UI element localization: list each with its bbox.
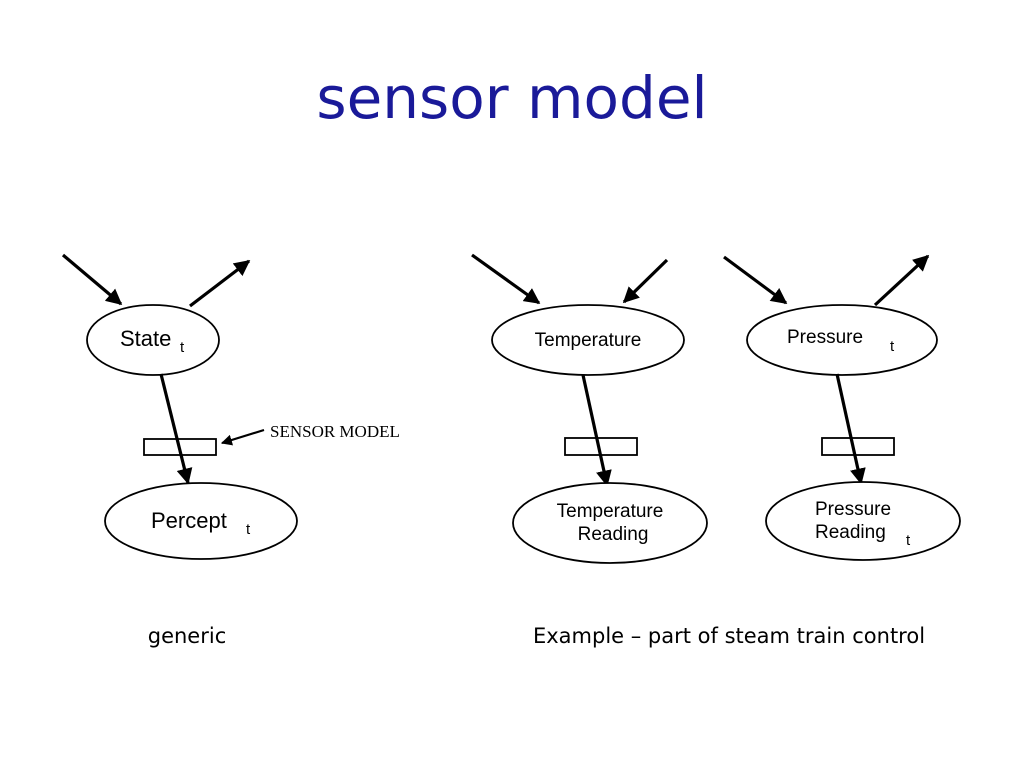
pressure-reading-node: Pressure Reading t bbox=[765, 481, 961, 561]
pressure-label: Pressure bbox=[787, 327, 863, 348]
generic-outgoing-edge bbox=[189, 259, 251, 308]
temperature-label: Temperature bbox=[535, 330, 642, 351]
temperature-reading-line2: Reading bbox=[578, 524, 649, 545]
pressure-reading-line1: Pressure bbox=[815, 499, 891, 520]
percept-ellipse bbox=[104, 482, 298, 560]
sensor-model-pointer bbox=[220, 428, 265, 446]
pressure-node: Pressure t bbox=[746, 304, 938, 376]
pressure-subscript: t bbox=[890, 338, 895, 355]
pressure-outgoing-edge bbox=[873, 254, 930, 307]
temperature-incoming-edge-left bbox=[471, 253, 541, 305]
pressure-reading-line2: Reading bbox=[815, 522, 886, 543]
pressure-reading-subscript: t bbox=[906, 532, 911, 549]
pressure-to-reading-edge bbox=[835, 373, 866, 485]
temperature-to-reading-edge bbox=[581, 374, 612, 487]
state-to-percept-edge bbox=[159, 373, 193, 485]
pressure-ellipse bbox=[746, 304, 938, 376]
temperature-node: Temperature bbox=[491, 304, 685, 376]
temperature-reading-node: Temperature Reading bbox=[512, 482, 708, 564]
percept-subscript: t bbox=[246, 521, 251, 538]
temperature-ellipse bbox=[491, 304, 685, 376]
example-caption: Example – part of steam train control bbox=[533, 624, 925, 648]
pressure-incoming-edge bbox=[723, 255, 788, 305]
pressure-reading-ellipse bbox=[765, 481, 961, 561]
percept-node: Percept t bbox=[104, 482, 298, 560]
state-ellipse bbox=[86, 304, 220, 376]
generic-diagram: State t SENSOR MODEL Percept t generic bbox=[61, 253, 400, 648]
state-node: State t bbox=[86, 304, 220, 376]
temperature-reading-ellipse bbox=[512, 482, 708, 564]
state-subscript: t bbox=[180, 339, 185, 356]
percept-label: Percept bbox=[151, 508, 227, 533]
slide-title: sensor model bbox=[316, 64, 707, 132]
state-label: State bbox=[120, 326, 171, 351]
temperature-reading-line1: Temperature bbox=[557, 501, 664, 522]
generic-incoming-edge bbox=[61, 253, 123, 306]
generic-caption: generic bbox=[148, 624, 227, 648]
example-diagram: Temperature Temperature Reading Pressure… bbox=[471, 253, 961, 648]
temperature-incoming-edge-right bbox=[622, 258, 669, 304]
pressure-sensor-model-box bbox=[821, 437, 895, 456]
sensor-model-label: SENSOR MODEL bbox=[270, 422, 400, 441]
